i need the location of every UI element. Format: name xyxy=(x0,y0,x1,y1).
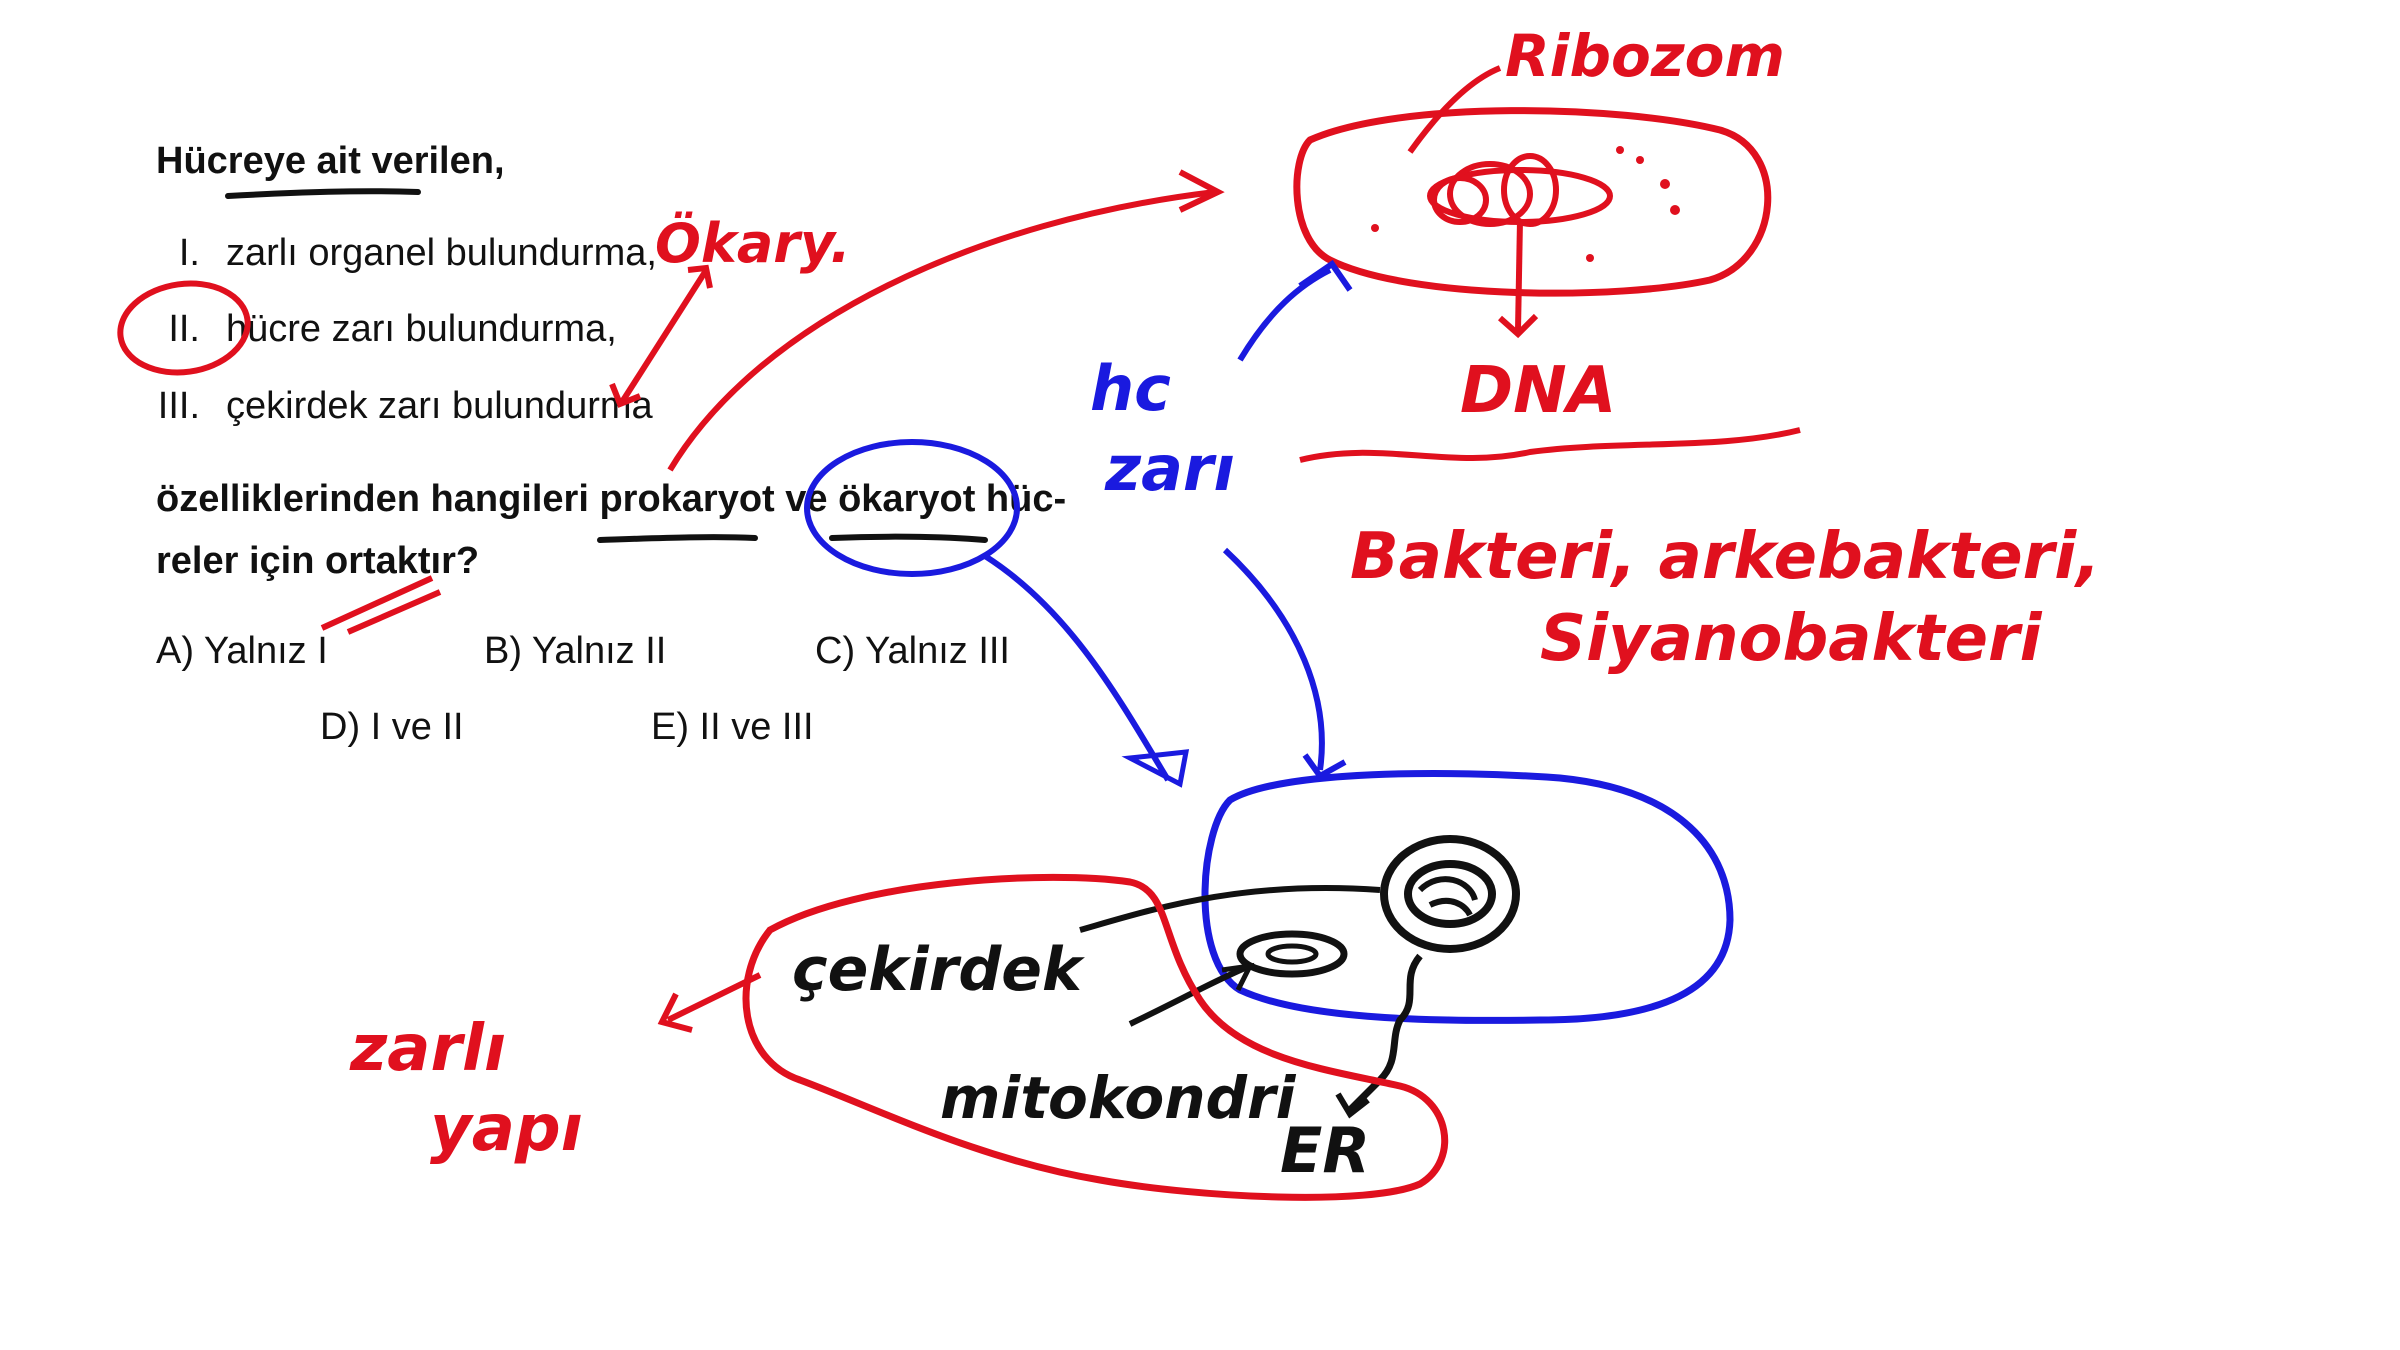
label-cekirdek: çekirdek xyxy=(792,935,1085,1005)
option-d[interactable]: D) I ve II xyxy=(320,706,464,748)
brace-bacteria xyxy=(1299,427,1801,463)
question-stem-line2: reler için ortaktır? xyxy=(156,540,480,582)
underline-okaryot xyxy=(829,533,988,543)
label-hc: hc xyxy=(1090,352,1171,425)
item-text: hücre zarı bulundurma, xyxy=(226,308,617,350)
question-item-2: II. hücre zarı bulundurma, xyxy=(130,308,617,351)
question-item-3: III. çekirdek zarı bulundurma xyxy=(130,385,653,428)
label-zarli: zarlı xyxy=(349,1012,506,1086)
label-ribozom: Ribozom xyxy=(1505,22,1785,90)
option-e[interactable]: E) II ve III xyxy=(651,706,814,748)
label-dna: DNA xyxy=(1460,354,1616,428)
arrow-to-eukaryote xyxy=(983,553,1171,782)
arrow-to-prokaryote xyxy=(667,189,1216,472)
double-arrow xyxy=(619,270,708,404)
item-text: zarlı organel bulundurma, xyxy=(226,232,657,274)
option-b[interactable]: B) Yalnız II xyxy=(484,630,667,672)
question-stem-line1: özelliklerinden hangileri prokaryot ve ö… xyxy=(156,478,1067,520)
underline-prokaryot xyxy=(597,534,758,543)
question-intro: Hücreye ait verilen, xyxy=(156,140,505,182)
mitochondrion-drawing xyxy=(1236,930,1348,978)
membrane-organelle-enclosure xyxy=(742,873,1449,1201)
question-item-1: I. zarlı organel bulundurma, xyxy=(130,232,657,275)
arrow-hc-down xyxy=(1222,547,1325,771)
ribozom-pointer xyxy=(1407,65,1502,154)
dna-coil xyxy=(1427,153,1613,227)
option-c[interactable]: C) Yalnız III xyxy=(815,630,1010,672)
item-number: III. xyxy=(157,385,200,427)
option-a[interactable]: A) Yalnız I xyxy=(156,630,328,672)
circle-okaryot xyxy=(804,439,1020,577)
item-number: I. xyxy=(178,232,200,274)
nucleus-drawing xyxy=(1380,835,1520,953)
pointer-cekirdek xyxy=(1079,885,1381,933)
arrow-hc-up xyxy=(1237,267,1332,362)
underline-hucreye xyxy=(225,188,421,199)
dna-pointer xyxy=(1515,219,1523,331)
label-bacteria-line1: Bakteri, arkebakteri, xyxy=(1350,520,2100,594)
ribosome-dots xyxy=(1371,146,1680,262)
er-drawing xyxy=(1347,953,1423,1113)
label-bacteria-line2: Siyanobakteri xyxy=(1540,602,2043,676)
eukaryote-cell xyxy=(1201,770,1734,1024)
prokaryote-cell xyxy=(1293,107,1772,297)
strike-marks xyxy=(320,575,442,635)
circle-item-ii xyxy=(117,280,251,376)
label-yapi: yapı xyxy=(430,1092,583,1166)
label-okaryot: Ökary. xyxy=(655,212,851,275)
arrow-to-zarli-yapi xyxy=(666,972,762,1023)
label-mitokondri: mitokondri xyxy=(940,1064,1297,1132)
label-er: ER xyxy=(1280,1114,1370,1187)
pointer-mitokondri xyxy=(1128,963,1252,1027)
label-zari: zarı xyxy=(1104,432,1235,505)
item-number: II. xyxy=(168,308,200,350)
item-text: çekirdek zarı bulundurma xyxy=(226,385,653,427)
